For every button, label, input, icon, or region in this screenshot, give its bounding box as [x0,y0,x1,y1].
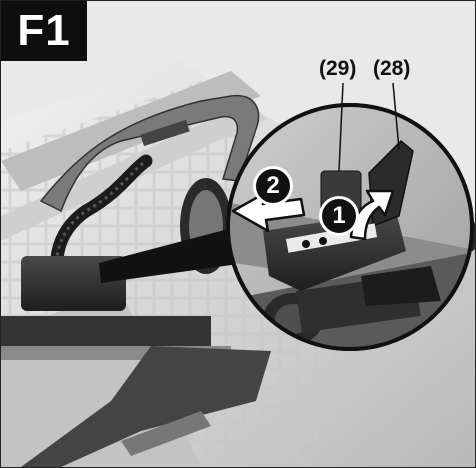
leader-29 [338,82,344,172]
step-2-badge: 2 [253,166,293,206]
figure-label: F1 [1,1,87,61]
callout-29: (29) [319,57,357,80]
carry-handle [39,95,260,213]
callout-28: (28) [373,57,411,80]
step-1-badge: 1 [319,196,359,236]
leader-28 [392,82,400,150]
zoom-projection [99,227,246,283]
